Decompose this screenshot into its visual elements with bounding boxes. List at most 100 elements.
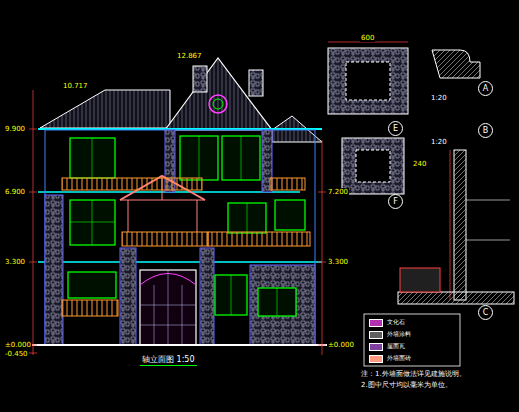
detail-index-circle: A [478, 81, 493, 96]
drawing-stroke [356, 150, 390, 182]
legend-row: 外墙涂料 [369, 330, 411, 339]
drawing-stroke [29, 129, 37, 130]
dimension-text: 600 [360, 34, 375, 42]
drawing-stroke [250, 265, 315, 345]
dimension-text: 3.300 [4, 258, 26, 266]
drawing-stroke [213, 99, 223, 109]
dimension-text: -0.450 [4, 350, 29, 358]
drawing-stroke [247, 203, 248, 233]
drawing-stroke [182, 285, 183, 345]
drawing-stroke [199, 136, 200, 180]
drawing-stroke [228, 203, 266, 233]
legend-text: 外墙涂料 [387, 330, 411, 339]
drawing-stroke [454, 150, 466, 300]
legend-swatch [369, 319, 383, 327]
drawing-stroke [29, 262, 37, 263]
drawing-stroke [197, 200, 198, 232]
drawing-stroke [193, 66, 207, 92]
dimension-text: 12.867 [176, 52, 203, 60]
drawing-stroke [318, 345, 326, 346]
index-letter: C [483, 308, 489, 317]
dimension-text: 7.200 [327, 188, 349, 196]
legend-swatch [369, 343, 383, 351]
drawing-stroke [29, 90, 326, 355]
drawing-stroke [140, 270, 196, 345]
drawing-stroke [209, 95, 227, 113]
index-letter: F [393, 197, 398, 206]
drawing-stroke [62, 300, 118, 316]
drawing-stroke [400, 268, 440, 292]
legend-text: 文化石 [387, 318, 405, 327]
index-letter: A [483, 84, 488, 93]
dimension-text: 6.900 [4, 188, 26, 196]
drawing-stroke [432, 50, 480, 78]
drawing-stroke [45, 195, 63, 345]
dimension-text: 3.300 [327, 258, 349, 266]
drawing-stroke [346, 62, 390, 100]
drawing-stroke [70, 138, 115, 178]
drawing-stroke [122, 232, 208, 246]
detail-index-circle: C [478, 305, 493, 320]
legend-text: 外墙面砖 [387, 354, 411, 363]
legend-swatch [369, 331, 383, 339]
drawing-stroke [29, 192, 37, 193]
drawing-stroke [249, 70, 263, 96]
drawing-stroke [128, 200, 129, 232]
note-text: 2.图中尺寸均以毫米为单位。 [360, 381, 453, 389]
legend-row: 外墙面砖 [369, 354, 411, 363]
legend-row: 屋面瓦 [369, 342, 405, 351]
dimension-text: 240 [412, 160, 427, 168]
detail-index-circle: F [388, 194, 403, 209]
legend-swatch [369, 355, 383, 363]
drawing-stroke [140, 305, 196, 306]
drawing-stroke [231, 275, 232, 315]
drawing-stroke [258, 288, 296, 316]
drawing-stroke [466, 240, 510, 241]
legend-text: 屋面瓦 [387, 342, 405, 351]
drawing-stroke [165, 58, 272, 130]
drawing-stroke [342, 138, 404, 194]
drawing-stroke [62, 178, 202, 190]
drawing-stroke [92, 138, 93, 178]
drawing-stroke [322, 140, 323, 355]
drawing-stroke [68, 272, 116, 298]
detail-index-circle: B [478, 123, 493, 138]
note-text: 注：1.外墙面做法详见建施说明。 [360, 370, 467, 378]
drawing-stroke [180, 136, 218, 180]
drawing-stroke [466, 200, 510, 201]
drawing-stroke [33, 90, 34, 355]
drawing-title: 轴立面图 1:50 [140, 354, 197, 366]
drawing-stroke [45, 130, 315, 345]
drawing-stroke [222, 136, 260, 180]
drawing-stroke [241, 136, 242, 180]
index-letter: B [483, 126, 489, 135]
drawing-stroke [70, 222, 115, 223]
drawing-stroke [200, 248, 214, 345]
drawing-stroke [120, 248, 136, 345]
drawing-stroke [215, 275, 247, 315]
drawing-stroke [92, 200, 93, 245]
dimension-text: ±0.000 [4, 341, 32, 349]
index-letter: E [393, 124, 398, 133]
drawing-stroke [140, 270, 196, 345]
drawing-stroke [30, 344, 330, 346]
drawing-stroke [398, 292, 514, 304]
drawing-stroke [168, 270, 169, 345]
drawing-stroke [318, 262, 326, 263]
drawing-stroke [318, 192, 326, 193]
dimension-text: 10.717 [62, 82, 89, 90]
dimension-text: 1:20 [430, 138, 448, 146]
drawing-stroke [40, 90, 170, 128]
drawing-stroke [328, 48, 408, 114]
drawing-stroke [208, 232, 310, 246]
drawing-stroke [450, 150, 451, 300]
drawing-stroke [38, 261, 322, 263]
drawing-stroke [70, 200, 115, 245]
drawing-stroke [364, 314, 460, 366]
drawing-stroke [154, 285, 155, 345]
dimension-text: ±0.000 [327, 341, 355, 349]
detail-index-circle: E [388, 121, 403, 136]
drawing-stroke [277, 288, 278, 316]
